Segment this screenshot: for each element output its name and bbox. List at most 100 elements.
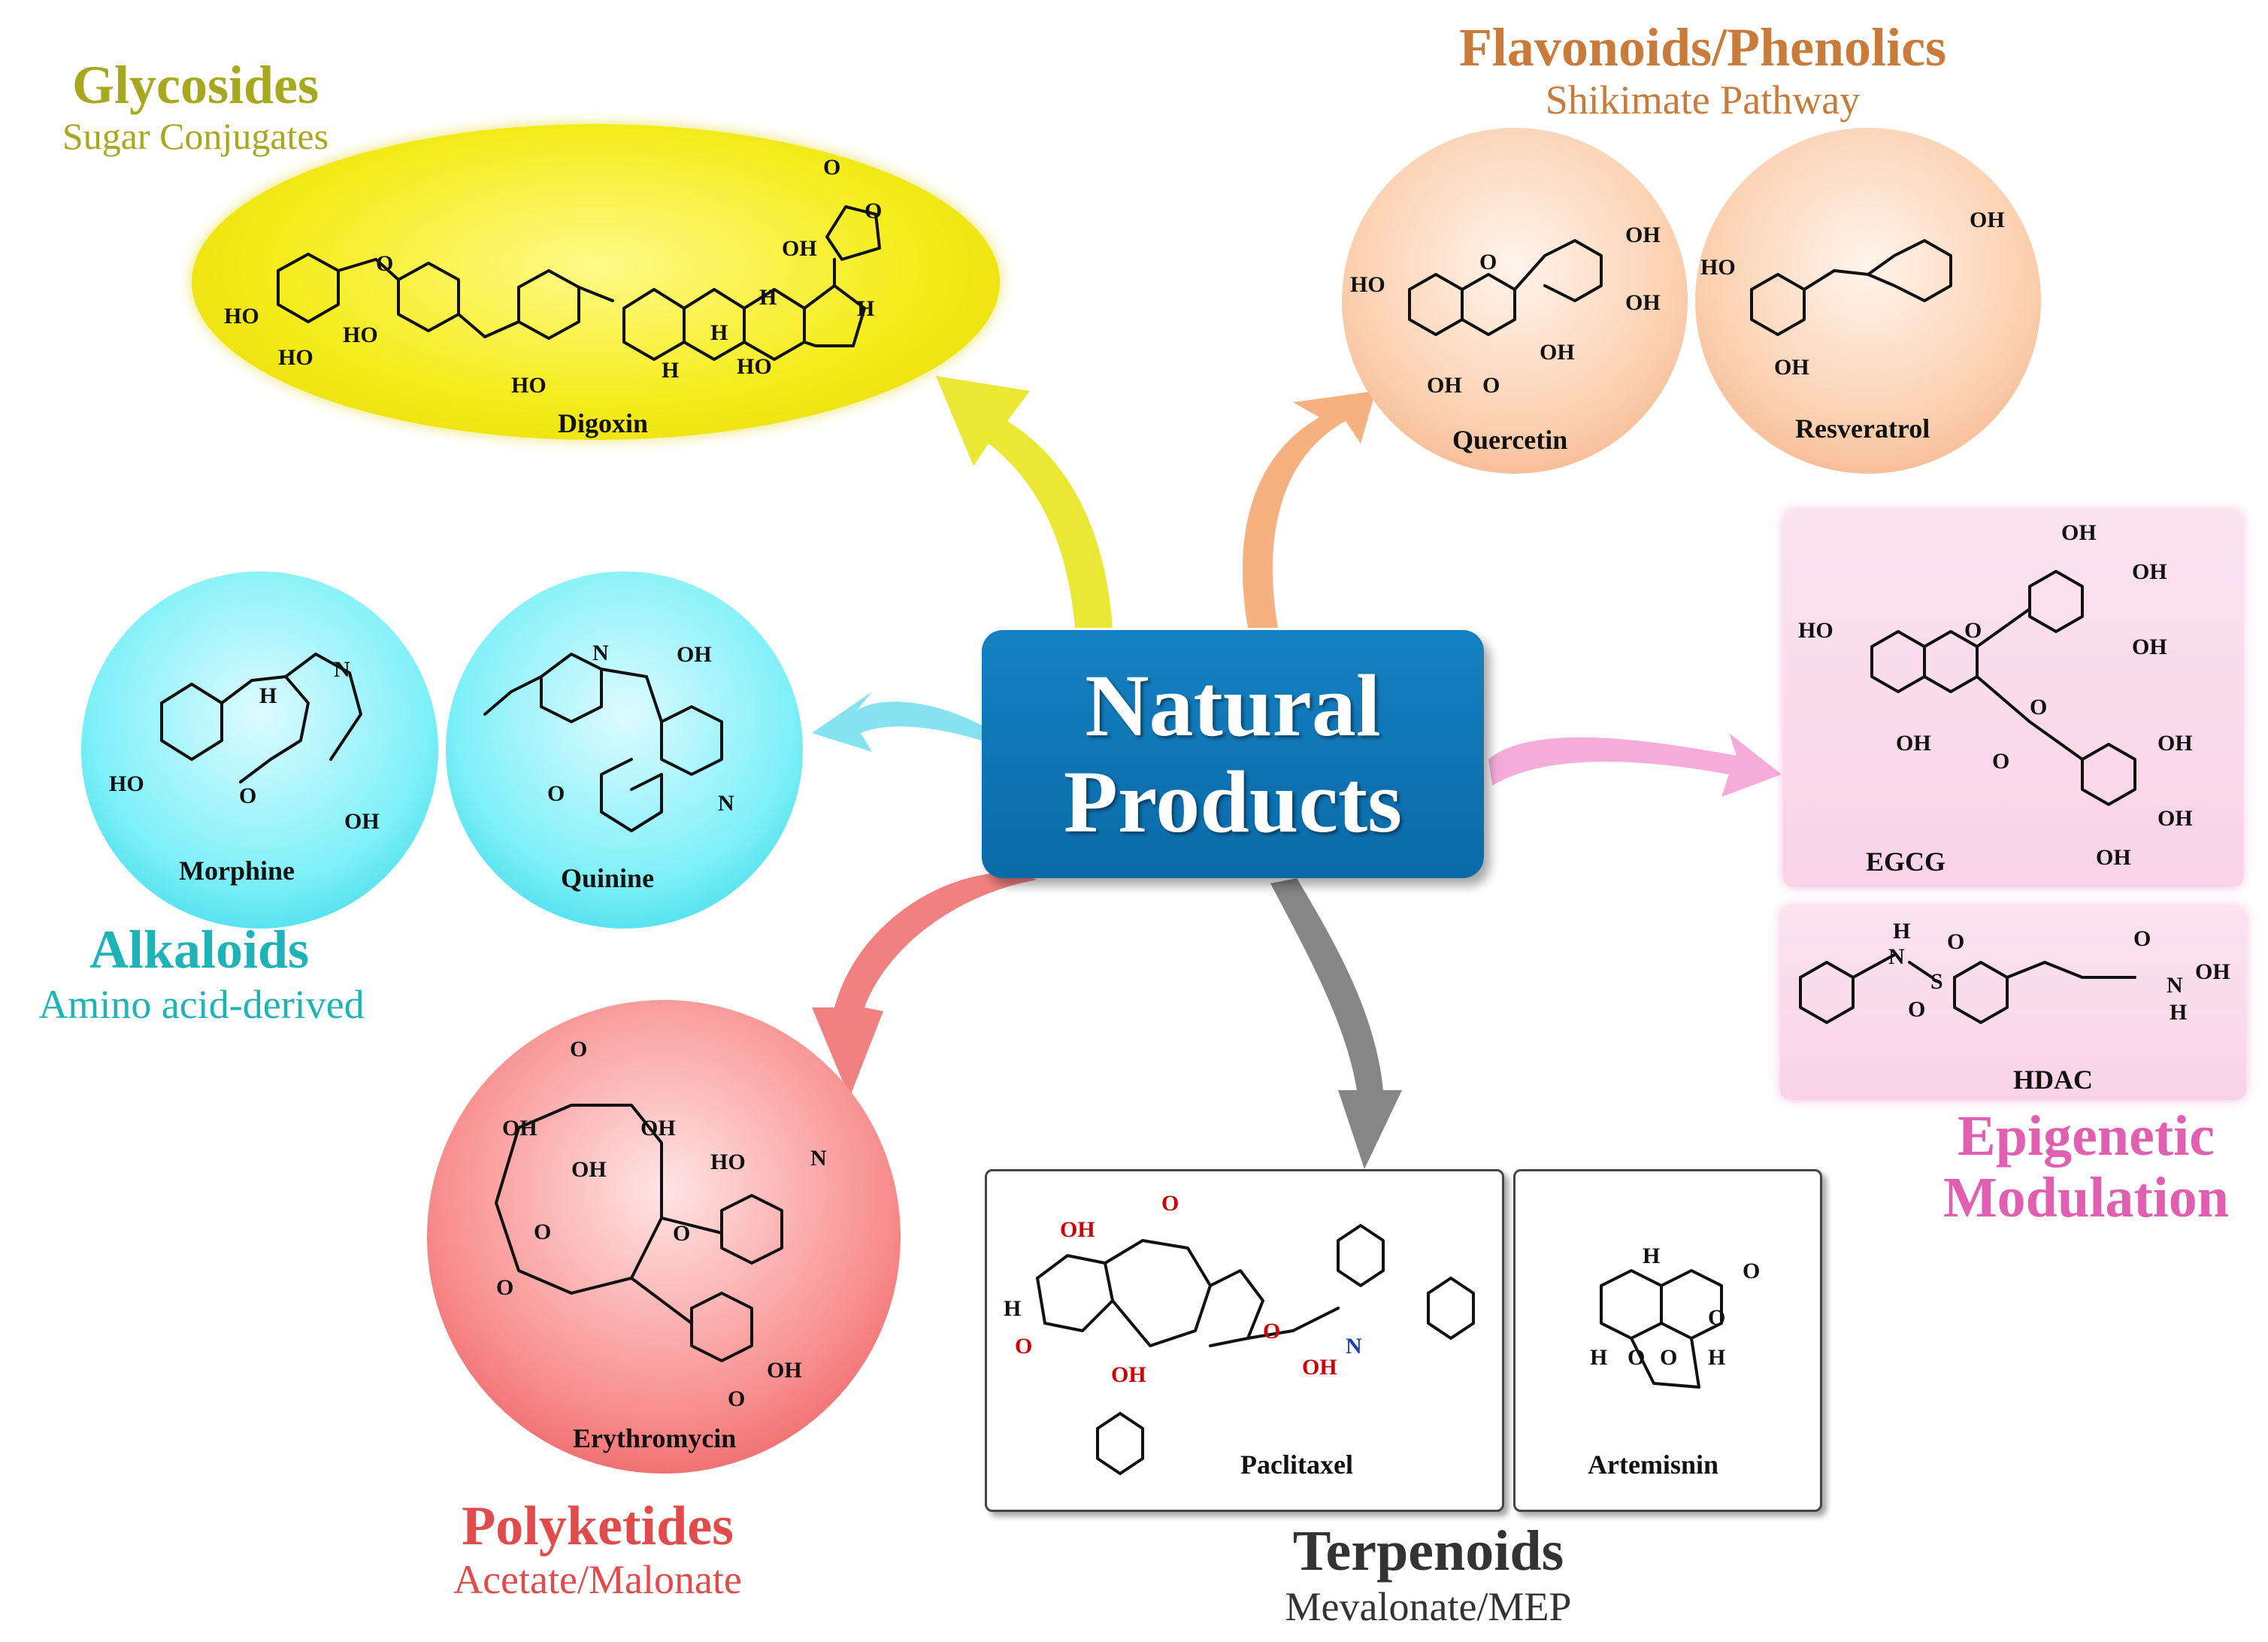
atom-o: O	[2133, 926, 2151, 951]
artemisinin-structure: H O O H O O H Artemisnin	[1588, 1244, 1760, 1480]
arrow-to-alkaloids	[812, 692, 982, 752]
atom-oh: OH	[1774, 355, 1809, 380]
atom-ho: HO	[1350, 272, 1385, 297]
erythromycin-structure: O OH OH OH HO N O O O OH O Erythromycin	[495, 1037, 827, 1453]
atom-oh: OH	[1302, 1355, 1337, 1380]
atom-h: H	[710, 320, 728, 345]
atom-o: O	[1947, 929, 1964, 954]
atom-o: O	[1708, 1305, 1725, 1330]
morphine-label: Morphine	[179, 856, 295, 886]
atom-oh: OH	[1427, 373, 1462, 398]
hdac-label: HDAC	[2013, 1065, 2093, 1095]
paclitaxel-structure: OH O O N OH OH H O Paclitaxel	[1004, 1191, 1475, 1480]
atom-oh: OH	[767, 1358, 802, 1383]
atom-h: H	[2170, 1000, 2187, 1025]
atom-oh: OH	[1060, 1217, 1095, 1242]
atom-oh: OH	[1896, 731, 1931, 756]
atom-o: O	[823, 155, 840, 180]
atom-h: H	[1643, 1244, 1660, 1268]
hdac-panel	[1780, 906, 2246, 1100]
atom-oh: OH	[1540, 340, 1575, 365]
atom-oh: OH	[502, 1116, 537, 1141]
glycosides-ellipse	[192, 124, 1000, 440]
atom-oh: OH	[344, 809, 380, 834]
atom-h: H	[759, 285, 777, 310]
atom-oh: OH	[1625, 290, 1661, 315]
resveratrol-label: Resveratrol	[1795, 414, 1930, 444]
atom-h: H	[1708, 1345, 1725, 1370]
quinine-structure: N OH N O Quinine	[483, 641, 734, 893]
atom-o: O	[1660, 1345, 1677, 1370]
atom-ho: HO	[710, 1150, 746, 1174]
atom-o: O	[1628, 1345, 1645, 1370]
resveratrol-structure: HO OH OH Resveratrol	[1700, 208, 2005, 444]
paclitaxel-panel	[985, 1169, 1504, 1512]
egcg-label: EGCG	[1866, 847, 1946, 877]
center-title-line1: Natural	[1085, 656, 1381, 755]
atom-oh: OH	[1970, 208, 2005, 232]
atom-o: O	[547, 781, 565, 806]
atom-oh: OH	[2132, 635, 2167, 659]
morphine-structure: N H HO O OH Morphine	[109, 653, 380, 886]
atom-o: O	[1015, 1334, 1032, 1359]
paclitaxel-label: Paclitaxel	[1240, 1450, 1353, 1480]
atom-ho: HO	[511, 373, 547, 398]
atom-o: O	[1161, 1191, 1179, 1216]
atom-o: O	[534, 1219, 551, 1244]
hdac-structure: H N S O O O N OH H HDAC	[1799, 919, 2230, 1095]
atom-h: H	[1893, 919, 1910, 944]
epigenetic-title-line1: Epigenetic	[1958, 1104, 2215, 1168]
flavonoids-title: Flavonoids/Phenolics	[1458, 17, 1947, 77]
quinine-sphere	[446, 571, 803, 929]
atom-oh: OH	[2157, 731, 2193, 756]
atom-ho: HO	[343, 323, 378, 347]
atom-oh: OH	[2195, 959, 2230, 984]
atom-oh: OH	[1625, 223, 1661, 247]
atom-oh: OH	[2096, 845, 2131, 870]
atom-oh: OH	[677, 642, 712, 667]
artemisinin-panel	[1513, 1169, 1822, 1512]
atom-ho: HO	[1700, 255, 1736, 280]
atom-o: O	[1992, 749, 2009, 774]
atom-o: O	[1263, 1319, 1280, 1344]
atom-ho: HO	[737, 354, 772, 379]
atom-ho: HO	[1798, 618, 1833, 643]
central-node: Natural Products	[982, 630, 1484, 878]
quercetin-label: Quercetin	[1452, 425, 1567, 455]
arrow-to-polyketides	[812, 872, 1037, 1098]
polyketides-title: Polyketides	[462, 1495, 734, 1557]
egcg-panel	[1783, 510, 2243, 887]
arrow-to-terpenoids	[1270, 878, 1402, 1169]
atom-oh: OH	[782, 236, 817, 261]
atom-n: N	[2167, 973, 2183, 998]
atom-o: O	[376, 251, 393, 276]
arrow-to-glycosides	[936, 376, 1113, 628]
alkaloids-title: Alkaloids	[89, 919, 310, 980]
atom-n: N	[718, 791, 734, 816]
center-title-line2: Products	[1063, 753, 1403, 851]
alkaloids-subtitle: Amino acid-derived	[38, 982, 365, 1027]
atom-n: N	[810, 1146, 827, 1171]
atom-oh: OH	[2157, 806, 2193, 831]
glycosides-subtitle: Sugar Conjugates	[62, 115, 329, 157]
quinine-label: Quinine	[561, 863, 654, 893]
atom-o: O	[1964, 618, 1982, 643]
digoxin-label: Digoxin	[558, 408, 648, 438]
atom-o: O	[1482, 373, 1500, 398]
atom-n: N	[1346, 1334, 1362, 1359]
atom-o: O	[728, 1386, 745, 1411]
atom-oh: OH	[640, 1116, 676, 1141]
terpenoids-subtitle: Mevalonate/MEP	[1285, 1584, 1572, 1629]
glycosides-title: Glycosides	[71, 55, 319, 115]
atom-ho: HO	[109, 771, 144, 796]
atom-o: O	[239, 783, 256, 808]
atom-oh: OH	[571, 1157, 607, 1182]
polyketides-subtitle: Acetate/Malonate	[453, 1557, 742, 1602]
artemisinin-label: Artemisnin	[1588, 1450, 1718, 1480]
flavonoids-subtitle: Shikimate Pathway	[1545, 77, 1861, 123]
digoxin-structure: O O O HO HO HO HO OH HO H H H H Digoxin	[224, 155, 882, 438]
atom-o: O	[673, 1221, 690, 1246]
egcg-structure: HO O OH OH OH OH O O OH OH OH EGCG	[1798, 520, 2193, 877]
